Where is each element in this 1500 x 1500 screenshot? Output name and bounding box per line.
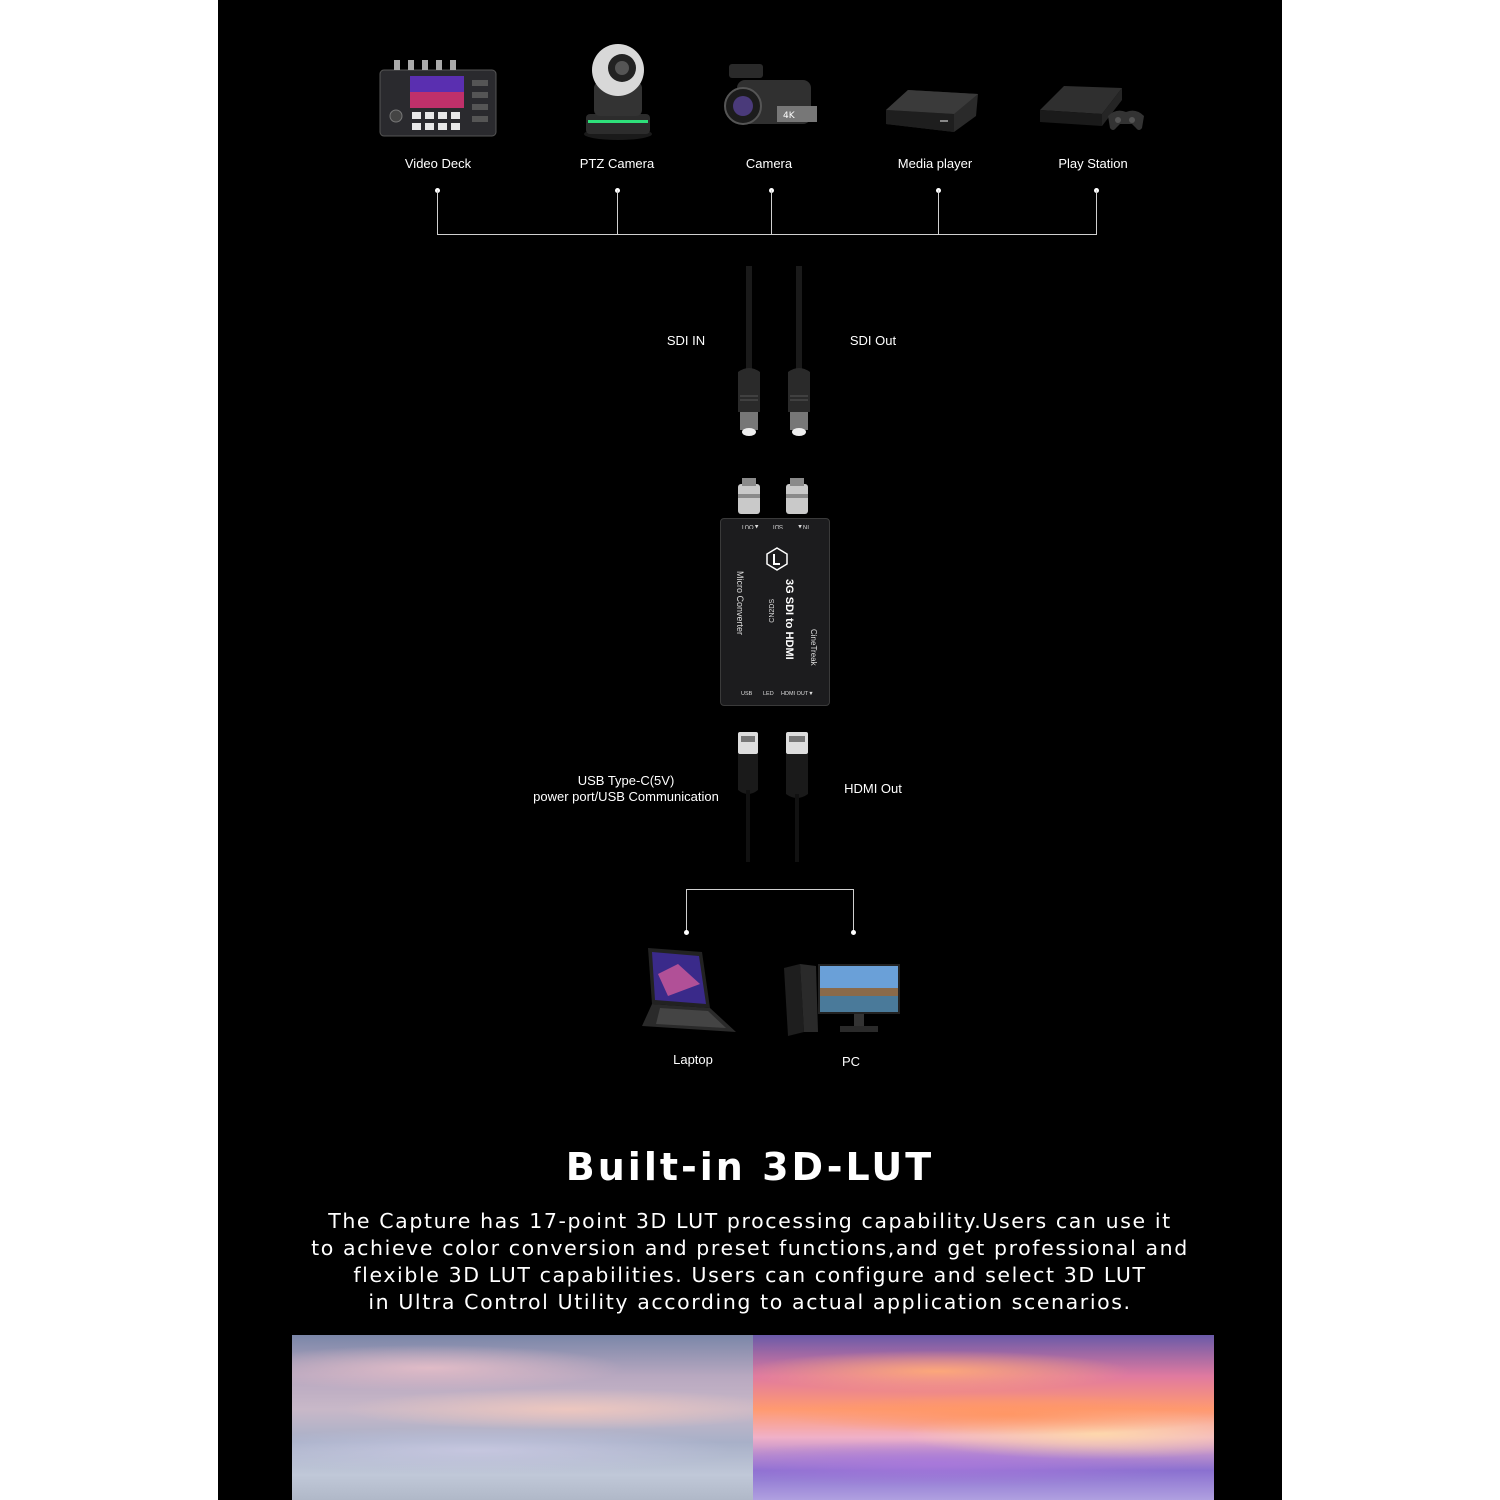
- destination-label-pc: PC: [841, 1054, 861, 1069]
- destination-label-laptop: Laptop: [673, 1052, 713, 1067]
- port-in-label: IN▲: [797, 523, 809, 529]
- description-line: in Ultra Control Utility according to ac…: [368, 1290, 1132, 1314]
- hdmi-out-label: HDMI Out: [844, 781, 902, 796]
- desktop-pc-icon: [782, 962, 902, 1038]
- port-led-label: LED: [763, 691, 774, 697]
- connector-line: [853, 889, 854, 932]
- sdi-in-label: SDI IN: [666, 333, 706, 348]
- connector-dot: [851, 930, 856, 935]
- section-description: The Capture has 17-point 3D LUT processi…: [258, 1208, 1242, 1316]
- connector-line: [1096, 190, 1097, 234]
- port-out-label: ▲OUT: [741, 523, 760, 529]
- source-label-media-player: Media player: [897, 156, 973, 171]
- connector-bus-line: [437, 234, 1097, 235]
- source-label-ptz-camera: PTZ Camera: [579, 156, 655, 171]
- laptop-icon: [638, 944, 738, 1034]
- connector-line: [437, 190, 438, 234]
- source-label-play-station: Play Station: [1058, 156, 1128, 171]
- sdi-out-label: SDI Out: [849, 333, 897, 348]
- port-sdi-label: SDI: [773, 523, 784, 529]
- converter-box: ▲OUT SDI IN▲ 3G SDI to HDMI CN2DS Micro …: [720, 518, 830, 706]
- port-hdmi-label: HDMI OUT▼: [781, 691, 814, 697]
- converter-series: Micro Converter: [735, 571, 745, 636]
- usb-hdmi-cables-icon: [730, 730, 830, 862]
- lut-before-image: [292, 1335, 753, 1500]
- converter-brand: CineTreak: [809, 629, 818, 666]
- source-label-video-deck: Video Deck: [404, 156, 472, 171]
- usb-label-line1: USB Type-C(5V): [577, 773, 675, 788]
- port-usb-label: USB: [741, 691, 753, 697]
- top-heading-fragment: [558, 0, 938, 2]
- camcorder-icon: 4K: [723, 62, 821, 136]
- bnc-connectors-icon: [730, 478, 830, 520]
- brand-logo: [765, 547, 789, 571]
- connector-dot: [684, 930, 689, 935]
- media-player-icon: [880, 84, 982, 136]
- description-line: The Capture has 17-point 3D LUT processi…: [328, 1209, 1172, 1233]
- video-deck-icon: [378, 58, 498, 138]
- connector-line: [686, 889, 687, 932]
- description-line: flexible 3D LUT capabilities. Users can …: [353, 1263, 1147, 1287]
- converter-model: 3G SDI to HDMI: [783, 579, 795, 660]
- source-label-camera: Camera: [745, 156, 793, 171]
- sdi-cables-icon: [730, 266, 830, 442]
- ptz-camera-icon: [580, 42, 656, 142]
- connector-line: [771, 190, 772, 234]
- product-diagram-panel: Video Deck PTZ Camera 4K Camera: [218, 0, 1282, 1500]
- connector-line: [617, 190, 618, 234]
- destination-bus-line: [686, 889, 854, 890]
- lut-after-image: [753, 1335, 1214, 1500]
- usb-label-line2: power port/USB Communication: [533, 789, 719, 804]
- converter-code: CN2DS: [769, 599, 776, 623]
- description-line: to achieve color conversion and preset f…: [311, 1236, 1189, 1260]
- section-heading: Built-in 3D-LUT: [565, 1145, 935, 1189]
- svg-text:4K: 4K: [783, 111, 796, 121]
- game-console-icon: [1038, 80, 1146, 138]
- connector-line: [938, 190, 939, 234]
